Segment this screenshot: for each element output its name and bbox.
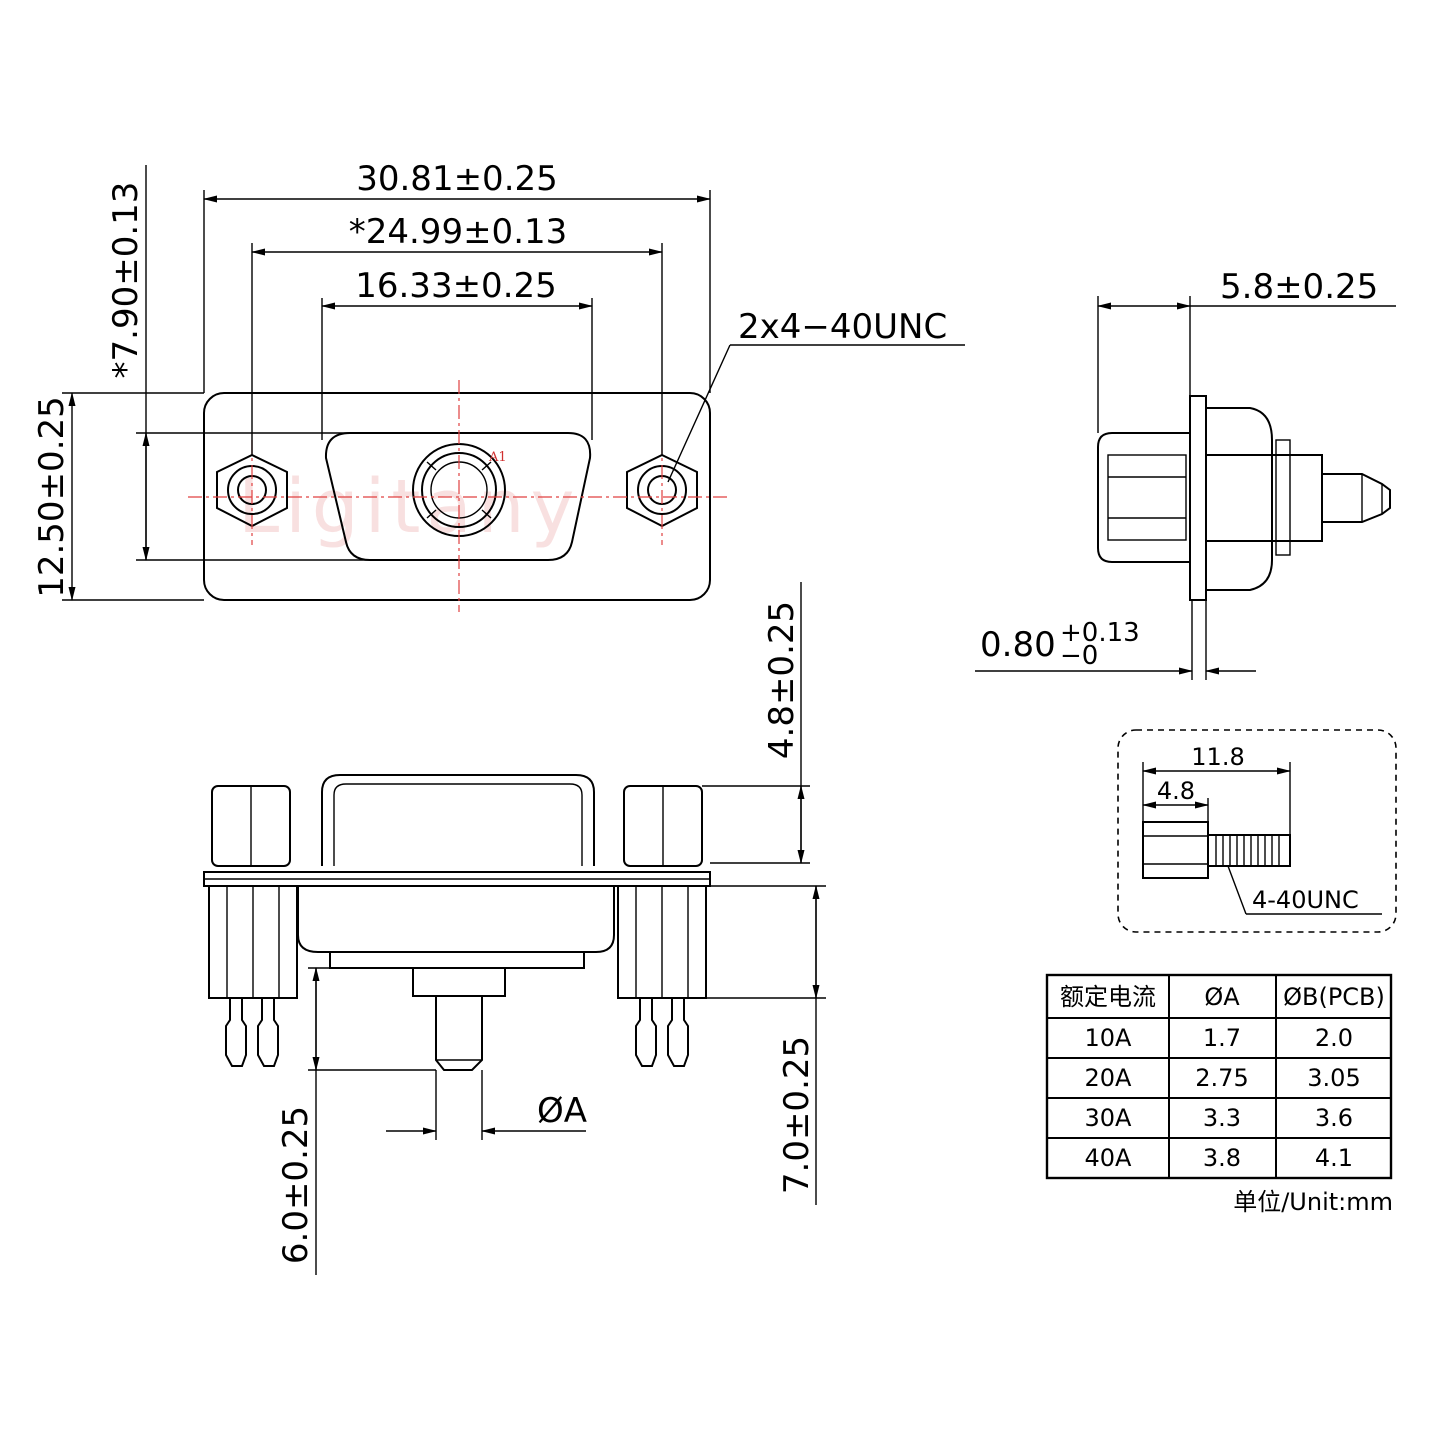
screw-thread — [1207, 834, 1291, 867]
dim-screw-head: 4.8 — [1157, 777, 1195, 805]
dim-height-overall: 12.50±0.25 — [32, 396, 72, 598]
front-view: Ligitany A1 30.81±0.25 *24.99± — [32, 159, 965, 612]
table-header-pin-diameter: ØA — [1204, 983, 1240, 1011]
dim-pin-diameter: ØA — [537, 1091, 587, 1131]
side-flange — [1189, 395, 1207, 601]
left-tail-1 — [225, 998, 247, 1067]
screw-detail: 11.8 4.8 4-40UNC — [1117, 729, 1397, 933]
left-tail-2 — [257, 998, 279, 1067]
flange-outline — [203, 392, 711, 601]
table-cell: 3.05 — [1307, 1064, 1360, 1092]
table-cell: 2.0 — [1315, 1024, 1353, 1052]
dim-height-bottom: 7.0±0.25 — [777, 1036, 817, 1194]
table-frame — [1045, 973, 1393, 1180]
dim-flange-tol-plus: +0.13 — [1060, 618, 1140, 648]
top-shell — [321, 774, 595, 866]
watermark: Ligitany — [238, 464, 580, 550]
table-cell: 10A — [1085, 1024, 1133, 1052]
side-view: 5.8±0.25 0.80 +0.13 −0 — [975, 267, 1396, 680]
table-cell: 2.75 — [1195, 1064, 1248, 1092]
screw-head — [1142, 821, 1209, 879]
rating-table: 额定电流 ØA ØB(PCB) 10A 1.7 2.0 20A 2.75 3.0… — [1045, 973, 1393, 1216]
side-body — [1206, 407, 1273, 591]
table-cell: 20A — [1085, 1064, 1133, 1092]
table-cell: 30A — [1085, 1104, 1133, 1132]
screw-thread-label: 4-40UNC — [1252, 886, 1359, 914]
side-insert — [1205, 454, 1323, 542]
dim-screw-length: 11.8 — [1191, 743, 1244, 771]
dim-flange-tol-minus: −0 — [1060, 641, 1098, 671]
dim-width-overall: 30.81±0.25 — [356, 159, 558, 199]
coax-contact-ring — [421, 452, 497, 528]
right-tail-2 — [667, 998, 689, 1067]
d-shell-outline — [324, 432, 592, 561]
dim-height-top: 4.8±0.25 — [762, 601, 802, 759]
table-cell: 3.8 — [1203, 1144, 1241, 1172]
detail-frame — [1117, 729, 1397, 933]
side-pin — [1321, 473, 1391, 523]
table-header-pcb-hole: ØB(PCB) — [1283, 983, 1385, 1011]
dim-width-mount: *24.99±0.13 — [349, 212, 568, 252]
table-cell: 40A — [1085, 1144, 1133, 1172]
table-header-rating: 额定电流 — [1060, 983, 1156, 1011]
dim-pin-length: 6.0±0.25 — [276, 1106, 316, 1264]
bottom-view: 4.8±0.25 7.0±0.25 6.0±0.25 ØA — [203, 582, 826, 1275]
pin-a1-marker: A1 — [488, 450, 507, 465]
table-cell: 1.7 — [1203, 1024, 1241, 1052]
table-cell: 4.1 — [1315, 1144, 1353, 1172]
dim-width-shell: 16.33±0.25 — [355, 266, 557, 306]
thread-callout: 2x4−40UNC — [738, 307, 947, 347]
dim-flange-thickness: 0.80 — [980, 625, 1056, 665]
unit-note: 单位/Unit:mm — [1233, 1188, 1393, 1216]
table-cell: 3.6 — [1315, 1104, 1353, 1132]
side-shell — [1097, 432, 1190, 563]
dim-depth-shell: 5.8±0.25 — [1220, 267, 1378, 307]
center-pin — [435, 996, 483, 1071]
dim-height-shell: *7.90±0.13 — [106, 182, 146, 379]
lower-body — [297, 886, 615, 953]
table-cell: 3.3 — [1203, 1104, 1241, 1132]
pin-base — [412, 967, 506, 997]
right-tail-1 — [635, 998, 657, 1067]
